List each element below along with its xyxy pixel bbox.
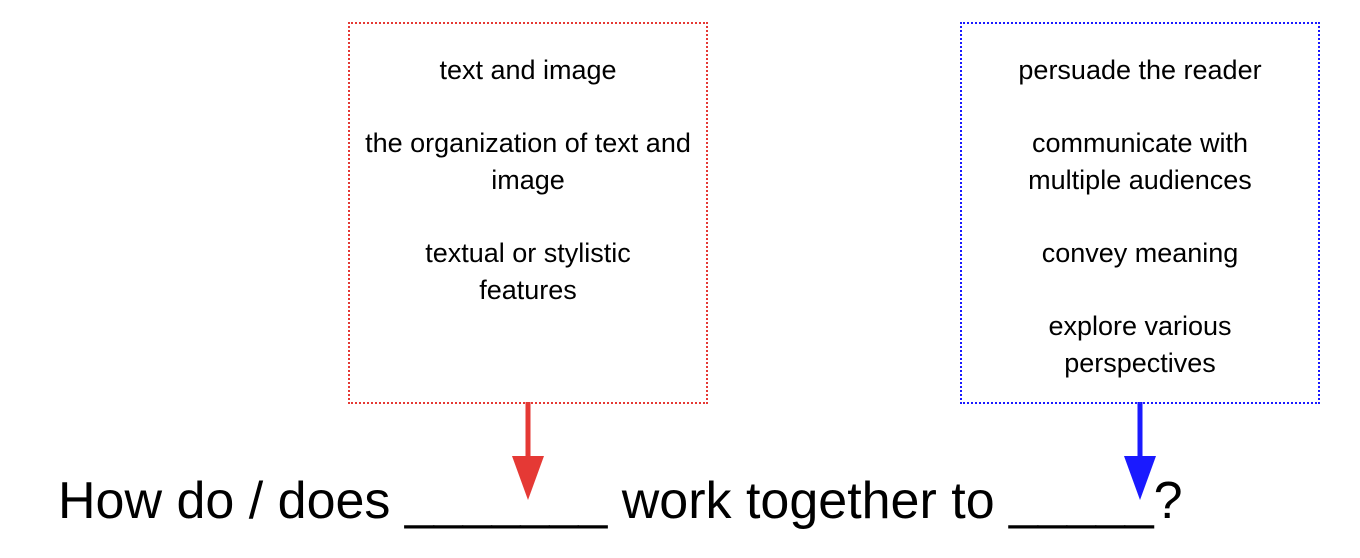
subject-option: the organization of text and image bbox=[365, 128, 691, 195]
purpose-option: communicate with multiple audiences bbox=[1028, 128, 1252, 195]
blue-down-arrow-icon bbox=[1124, 402, 1156, 500]
subject-options-box: text and image the organization of text … bbox=[348, 22, 708, 404]
purpose-option: persuade the reader bbox=[1018, 55, 1262, 85]
purpose-option: convey meaning bbox=[1041, 238, 1239, 268]
subject-option: text and image bbox=[439, 55, 617, 85]
question-sentence: How do / does _______ work together to _… bbox=[58, 472, 1183, 530]
subject-option: textual or stylistic features bbox=[425, 238, 631, 305]
purpose-option: explore various perspectives bbox=[1048, 311, 1232, 378]
purpose-options-box: persuade the reader communicate with mul… bbox=[960, 22, 1320, 404]
red-down-arrow-icon bbox=[512, 402, 544, 500]
